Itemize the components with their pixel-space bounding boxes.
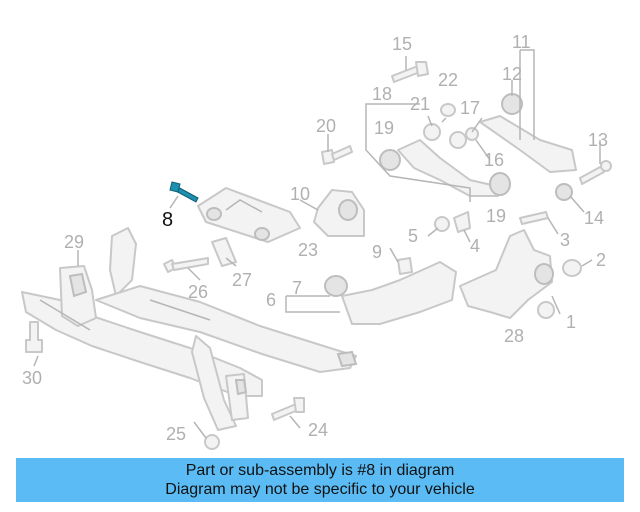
callout-26: 26 (188, 282, 208, 302)
callout-21: 21 (410, 94, 430, 114)
callout-labels: 1 2 3 4 5 6 7 8 9 10 11 12 13 14 15 16 1… (22, 32, 608, 444)
callout-18: 18 (372, 84, 392, 104)
callout-15: 15 (392, 34, 412, 54)
callout-19-upper: 19 (374, 118, 394, 138)
bolt-24[interactable] (271, 397, 305, 421)
callout-5: 5 (408, 226, 418, 246)
bushing-2[interactable] (562, 259, 582, 277)
bushing-21[interactable] (423, 123, 441, 141)
banner-line-2: Diagram may not be specific to your vehi… (165, 481, 475, 498)
info-banner: Part or sub-assembly is #8 in diagram Di… (16, 458, 624, 502)
callout-3: 3 (560, 230, 570, 250)
bolt-8-highlighted[interactable] (169, 181, 199, 203)
subframe-part[interactable] (21, 227, 358, 431)
callout-29: 29 (64, 232, 84, 252)
callout-28: 28 (504, 326, 524, 346)
mount-10[interactable] (313, 189, 365, 237)
bushing-28[interactable] (537, 301, 555, 319)
bracket-4[interactable] (453, 211, 471, 233)
bolt-9[interactable] (397, 257, 413, 275)
callout-13: 13 (588, 130, 608, 150)
callout-2: 2 (596, 250, 606, 270)
callout-9: 9 (372, 242, 382, 262)
callout-19-lower: 19 (486, 206, 506, 226)
bolt-30[interactable] (25, 321, 43, 353)
callout-4: 4 (470, 236, 480, 256)
callout-8: 8 (162, 209, 173, 231)
callout-12: 12 (502, 64, 522, 84)
callout-1: 1 (566, 312, 576, 332)
callout-16: 16 (484, 150, 504, 170)
trailing-arm-11[interactable] (479, 93, 577, 201)
callout-24: 24 (308, 420, 328, 440)
bolt-20[interactable] (321, 145, 353, 165)
callout-25: 25 (166, 424, 186, 444)
callout-10: 10 (290, 184, 310, 204)
bushing-25[interactable] (204, 434, 220, 450)
leader-lines (33, 49, 601, 439)
bolt-15[interactable] (391, 61, 429, 83)
bolt-13[interactable] (579, 160, 612, 185)
callout-14: 14 (584, 208, 604, 228)
callout-11: 11 (512, 32, 531, 52)
bushing-5[interactable] (434, 216, 450, 232)
washer-16[interactable] (465, 127, 479, 141)
callout-30: 30 (22, 368, 42, 388)
bolt-3[interactable] (519, 211, 549, 225)
callout-27: 27 (232, 270, 252, 290)
link-arm-23[interactable] (197, 187, 301, 243)
bushing-22[interactable] (440, 103, 456, 117)
callout-6: 6 (266, 290, 276, 310)
bracket-27[interactable] (211, 237, 237, 267)
bushing-17[interactable] (449, 131, 467, 149)
callout-7: 7 (292, 278, 302, 298)
parts-diagram: 1 2 3 4 5 6 7 8 9 10 11 12 13 14 15 16 1… (21, 32, 612, 450)
callout-17: 17 (460, 98, 480, 118)
callout-23: 23 (298, 240, 318, 260)
banner-line-1: Part or sub-assembly is #8 in diagram (185, 462, 455, 479)
bolt-26[interactable] (163, 257, 209, 273)
callout-20: 20 (316, 116, 336, 136)
knuckle-1[interactable] (459, 229, 554, 319)
callout-22: 22 (438, 70, 458, 90)
upper-arm-18[interactable] (379, 139, 511, 197)
control-arm-6[interactable] (324, 261, 457, 325)
